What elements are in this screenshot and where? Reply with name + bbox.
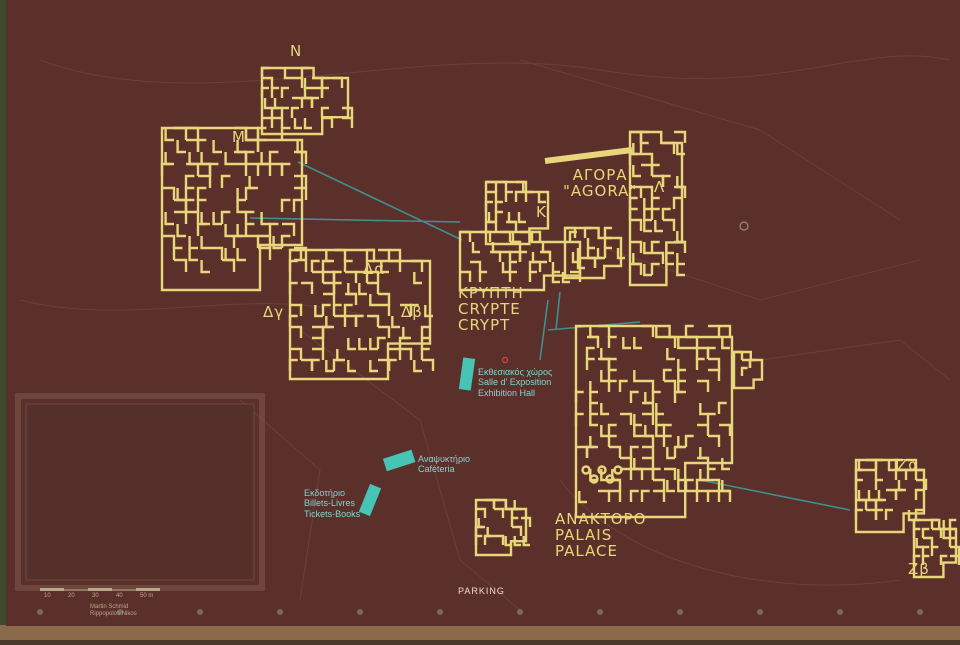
palace-label: ΑΝΑΚΤΟΡΟ PALAIS PALACE — [555, 510, 647, 560]
palace-label-french: PALAIS — [555, 525, 613, 544]
building-plans — [160, 66, 960, 579]
screw — [277, 609, 283, 615]
screw — [837, 609, 843, 615]
ticket-office-greek: Εκδοτήριο — [304, 488, 345, 498]
zone-label-zeta-alpha: Ζα — [897, 456, 920, 474]
palace-storage-jar — [597, 465, 607, 475]
building-cluster-north — [260, 66, 354, 136]
zone-label-delta-beta: Δβ — [401, 303, 423, 321]
zone-label-lambda: Λ — [654, 178, 666, 196]
zone-label-north: N — [290, 42, 303, 60]
exhibition-hall-french: Salle d' Exposition — [478, 377, 552, 388]
scale-tick-40: 40 — [116, 593, 123, 599]
field-outline — [15, 393, 265, 591]
agora-label: ΑΓΟΡΑ "AGORA" — [563, 166, 638, 200]
zone-label-delta-gamma: Δγ — [263, 303, 285, 321]
ticket-office-label: Εκδοτήριο Billets-Livres Tickets-Books — [304, 488, 360, 519]
credit-line-2: Rippopolos Nikos — [90, 611, 137, 618]
screw — [117, 609, 123, 615]
screw — [757, 609, 763, 615]
building-cluster-lambda — [628, 130, 687, 287]
terrain-lines — [19, 55, 951, 611]
you-are-here-marker — [501, 356, 509, 364]
exhibition-hall-marker — [458, 357, 476, 391]
screw — [917, 609, 923, 615]
zone-label-delta-alpha: Δα — [363, 260, 386, 278]
ticket-office-marker — [358, 483, 382, 517]
crypt-label-greek: ΚΡΥΠΤΗ — [458, 284, 524, 302]
parking-label: PARKING — [458, 586, 505, 596]
ticket-office-french: Billets-Livres — [304, 498, 356, 509]
crypt-label: ΚΡΥΠΤΗ CRYPTE CRYPT — [458, 284, 524, 334]
screw — [197, 609, 203, 615]
scale-tick-20: 20 — [68, 593, 75, 599]
building-cluster-crypt — [458, 230, 582, 292]
zone-label-k: K — [536, 203, 547, 221]
building-cluster-m — [160, 126, 308, 292]
agora-label-greek: ΑΓΟΡΑ — [572, 166, 628, 184]
scale-tick-10: 10 — [44, 593, 51, 599]
palace-storage-jar — [589, 474, 599, 484]
agora-stoa — [544, 147, 633, 164]
scale-bar — [40, 588, 160, 591]
bottom-screws — [37, 609, 923, 615]
credit-line-1: Martin Schmid — [90, 604, 129, 610]
screw — [357, 609, 363, 615]
screw — [597, 609, 603, 615]
cafeteria-marker — [382, 449, 416, 472]
credits: Martin Schmid Rippopolos Nikos — [90, 604, 137, 618]
facility-markers — [358, 357, 476, 517]
cafeteria-greek: Αναψυκτήριο — [418, 454, 471, 464]
building-cluster-palace-south — [474, 498, 532, 557]
palace-storage-jar — [613, 465, 623, 475]
building-cluster-delta — [288, 248, 435, 381]
palace-label-english: PALACE — [555, 541, 618, 560]
cafeteria-french: Caféteria — [418, 464, 455, 475]
exhibition-hall-greek: Εκθεσιακός χώρος — [478, 367, 553, 377]
scale-tick-50: 50 m — [140, 593, 154, 599]
crypt-label-french: CRYPTE — [458, 299, 521, 318]
palace-storage-jar — [605, 474, 615, 484]
screw — [517, 609, 523, 615]
building-cluster-east-small — [732, 350, 764, 390]
palace-label-greek: ΑΝΑΚΤΟΡΟ — [555, 510, 647, 528]
ground-strip — [0, 625, 960, 640]
agora-label-french: "AGORA" — [563, 181, 638, 200]
screw — [37, 609, 43, 615]
zone-label-zeta-beta: Ζβ — [908, 560, 930, 578]
screw — [677, 609, 683, 615]
ticket-office-english: Tickets-Books — [304, 508, 361, 519]
building-cluster-k — [484, 180, 550, 246]
building-cluster-agora-west — [563, 226, 625, 280]
scale-tick-30: 30 — [92, 593, 99, 599]
screw — [437, 609, 443, 615]
exhibition-hall-label: Εκθεσιακός χώρος Salle d' Exposition Exh… — [478, 367, 552, 398]
exhibition-hall-english: Exhibition Hall — [478, 387, 536, 398]
building-cluster-zeta-beta — [912, 518, 960, 579]
building-cluster-zeta-alpha — [854, 458, 928, 534]
zone-label-m: M — [232, 128, 246, 146]
cafeteria-label: Αναψυκτήριο Caféteria — [418, 454, 470, 475]
pathways — [249, 161, 851, 511]
crypt-label-english: CRYPT — [458, 315, 511, 334]
board-screw — [739, 221, 749, 231]
palace-storage-jar — [581, 465, 591, 475]
